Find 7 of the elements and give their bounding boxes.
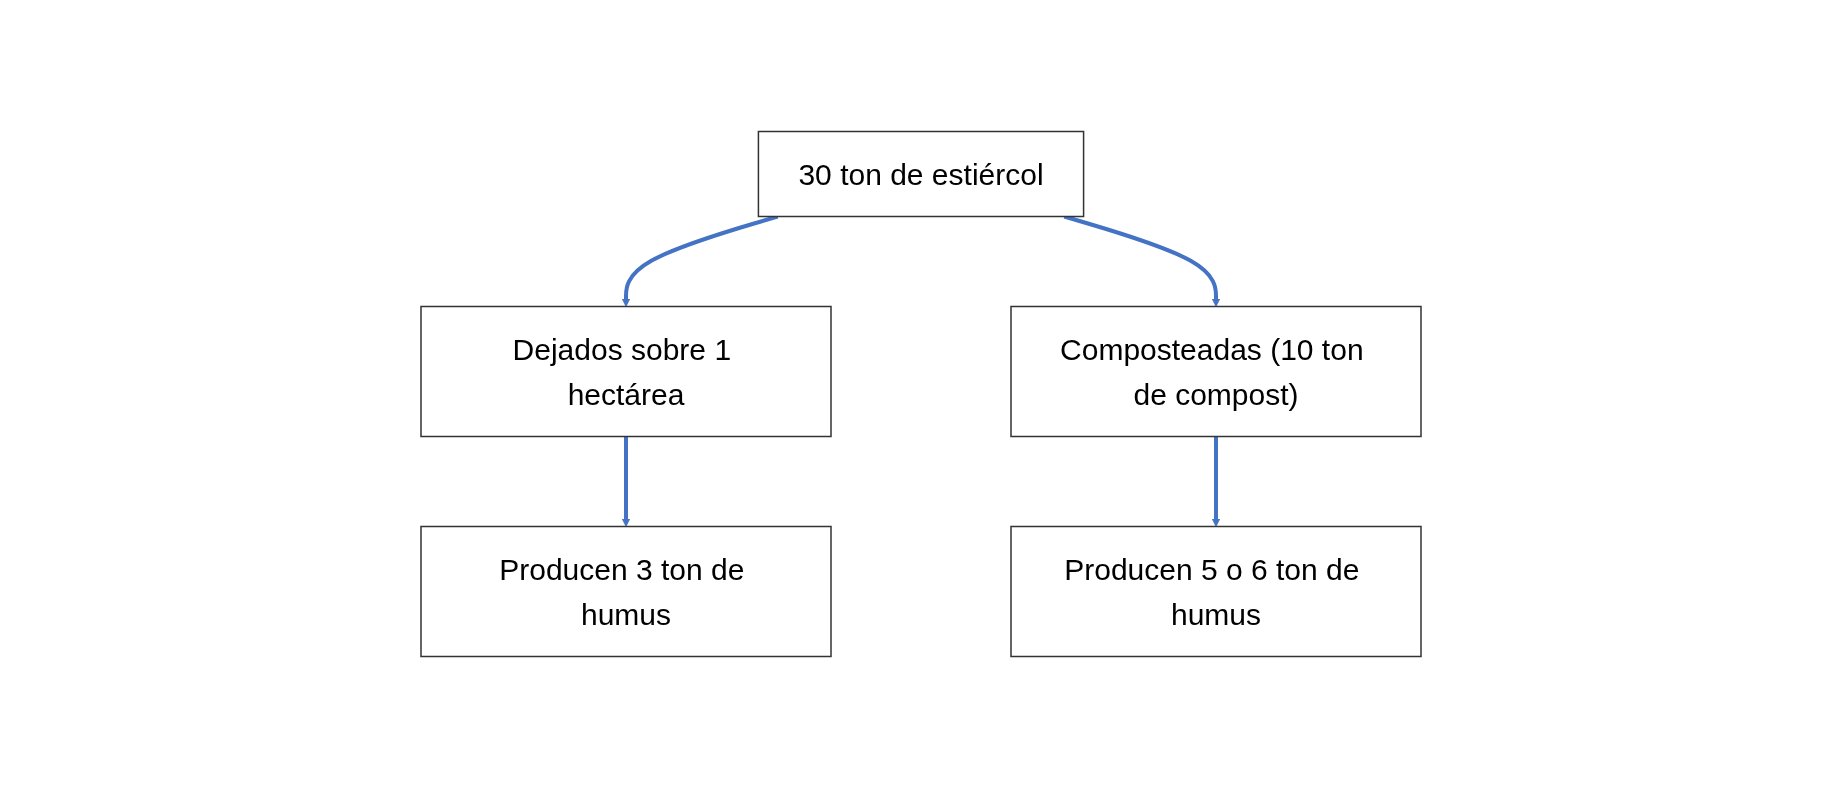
- node-box: Dejados sobre 1 hectárea: [420, 305, 832, 438]
- arrow: [621, 436, 631, 527]
- node-box: Producen 3 ton de humus: [420, 525, 832, 658]
- node-box: 30 ton de estiércol: [757, 130, 1085, 218]
- node-box: Producen 5 o 6 ton de humus: [1010, 525, 1422, 658]
- arrow: [1211, 436, 1221, 527]
- node-box: Composteadas (10 ton de compost): [1010, 305, 1422, 438]
